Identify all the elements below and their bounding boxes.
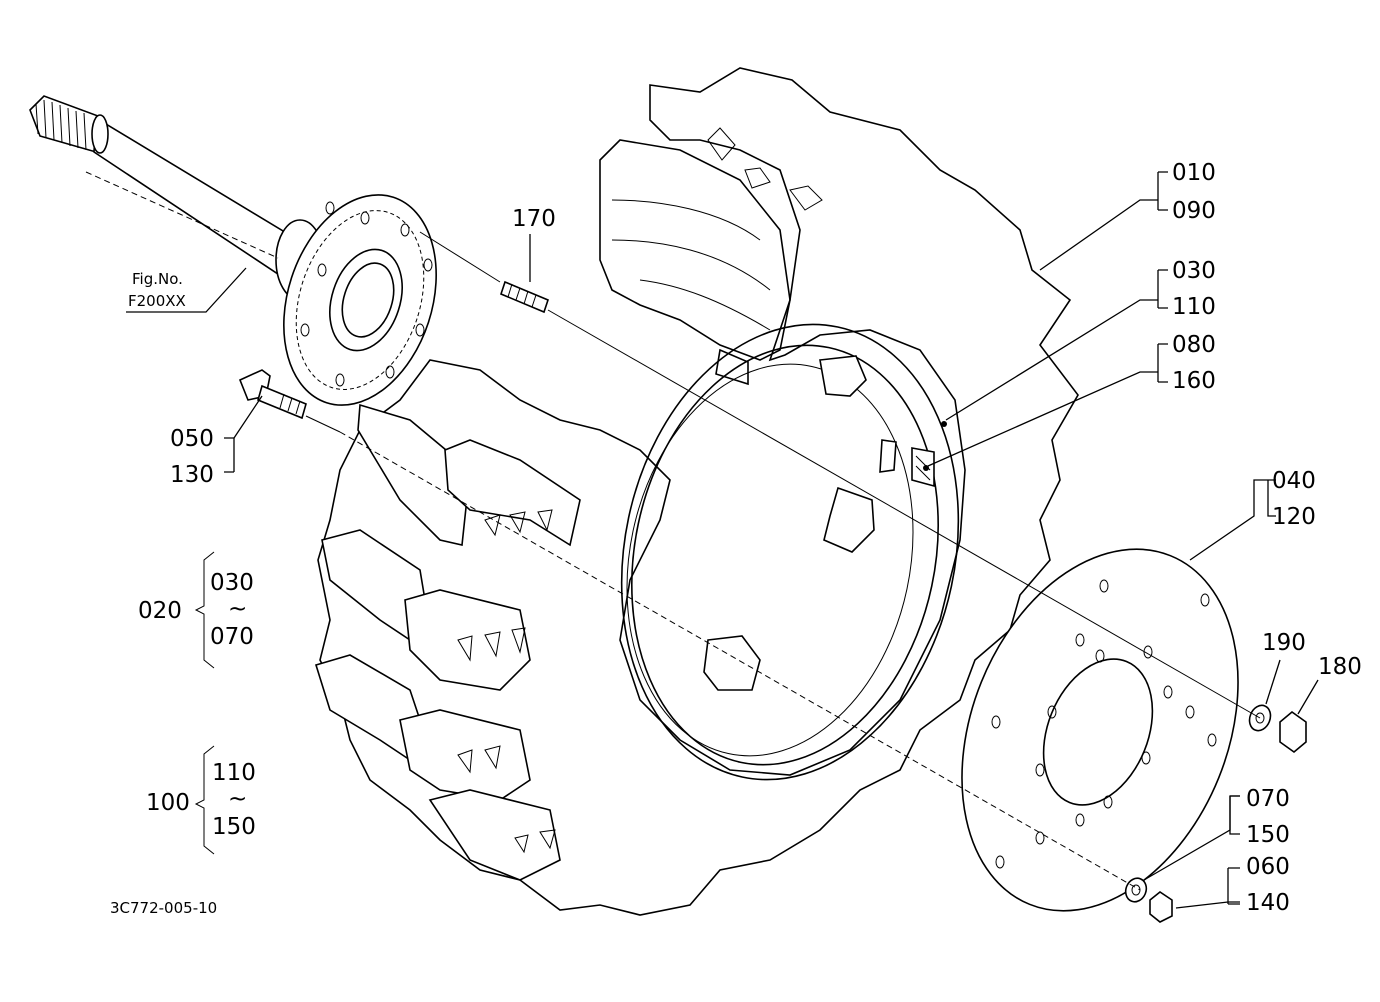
label-140: 140: [1246, 890, 1290, 916]
label-120: 120: [1272, 504, 1316, 530]
label-010: 010: [1172, 160, 1216, 186]
hub-flange: [275, 194, 437, 406]
label-100-to: 150: [212, 814, 256, 840]
label-020-tilde: ~: [228, 596, 247, 622]
label-190: 190: [1262, 630, 1306, 656]
label-100-tilde: ~: [228, 786, 247, 812]
label-090: 090: [1172, 198, 1216, 224]
label-030: 030: [1172, 258, 1216, 284]
label-040: 040: [1272, 468, 1316, 494]
label-070: 070: [1246, 786, 1290, 812]
tire: [314, 67, 1079, 916]
label-020-from: 030: [210, 570, 254, 596]
label-100-from: 110: [212, 760, 256, 786]
wheel-disc: [961, 548, 1239, 912]
callout-labels: 010 090 030 110 080 160 040 120 170 050 …: [110, 160, 1362, 917]
label-170: 170: [512, 206, 556, 232]
label-100: 100: [146, 790, 190, 816]
drawing-code: 3C772-005-10: [110, 899, 217, 917]
label-110: 110: [1172, 294, 1216, 320]
wheel-rim: [620, 323, 960, 781]
label-160: 160: [1172, 368, 1216, 394]
stud-bolt: [500, 280, 549, 314]
label-020-to: 070: [210, 624, 254, 650]
label-020: 020: [138, 598, 182, 624]
label-050: 050: [170, 426, 214, 452]
figure-ref-line2: F200XX: [128, 292, 186, 310]
assembly-lines: [85, 171, 1261, 891]
label-180: 180: [1318, 654, 1362, 680]
label-150: 150: [1246, 822, 1290, 848]
t-bolt: [238, 369, 307, 420]
figure-ref-line1: Fig.No.: [132, 270, 183, 288]
axle-shaft: [29, 95, 299, 284]
label-130: 130: [170, 462, 214, 488]
label-080: 080: [1172, 332, 1216, 358]
label-060: 060: [1246, 854, 1290, 880]
leader-lines: [126, 171, 1319, 909]
washer-nut-set: [1124, 704, 1307, 923]
